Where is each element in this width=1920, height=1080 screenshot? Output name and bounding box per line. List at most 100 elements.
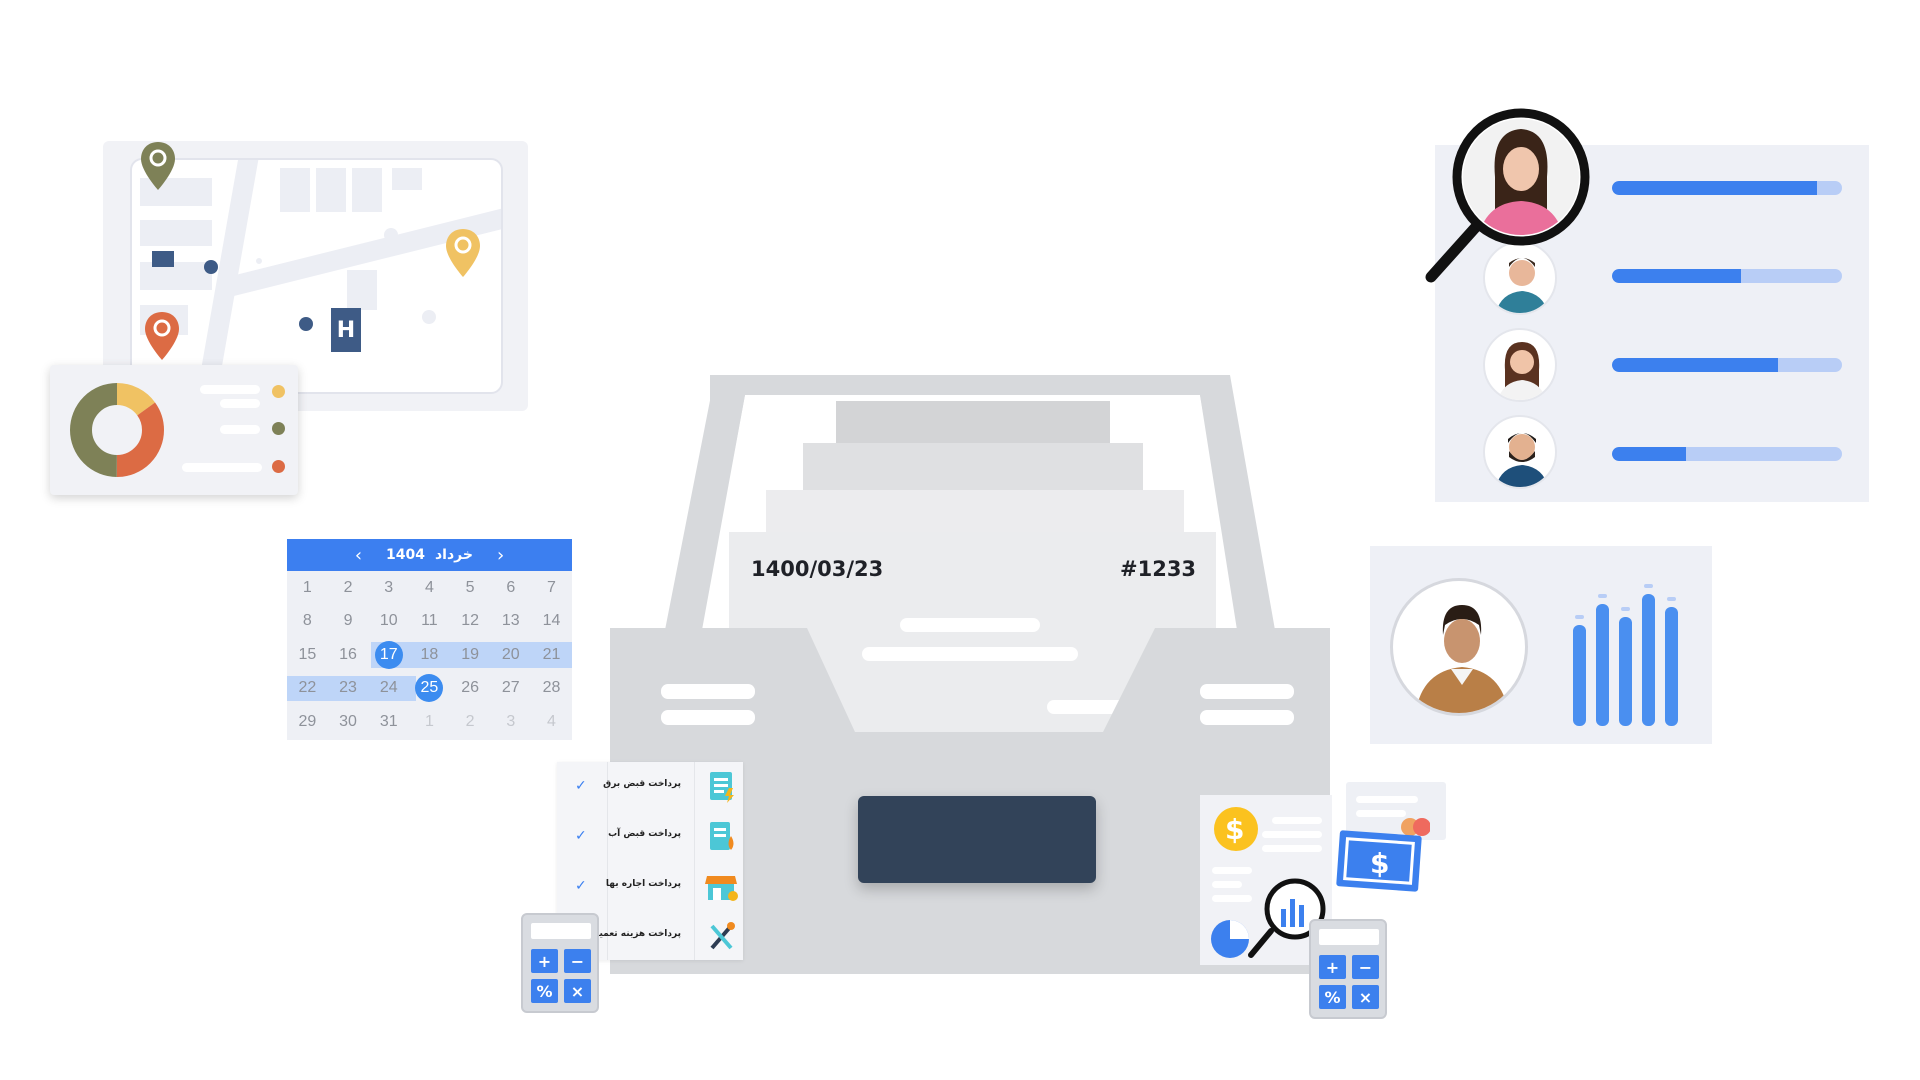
- calendar-day[interactable]: 28: [531, 672, 572, 706]
- calendar-day-number: 11: [421, 612, 438, 630]
- calendar-day[interactable]: 5: [450, 571, 491, 605]
- calendar-day[interactable]: 27: [490, 672, 531, 706]
- calendar-day[interactable]: 31: [368, 705, 409, 739]
- avatar[interactable]: [1390, 578, 1528, 716]
- calendar-day[interactable]: 21: [531, 638, 572, 672]
- check-icon[interactable]: ✓: [575, 878, 587, 894]
- calendar-day[interactable]: 3: [490, 705, 531, 739]
- calendar-day[interactable]: 20: [490, 638, 531, 672]
- calendar-day[interactable]: 15: [287, 638, 328, 672]
- legend-line: [220, 399, 260, 408]
- calendar-day-number: 17: [374, 640, 403, 669]
- list-item[interactable]: پرداخت هزینه تعمیرات: [557, 912, 743, 962]
- calendar-day-number: 28: [542, 679, 561, 697]
- calculator[interactable]: + − % ×: [1309, 919, 1387, 1019]
- calendar-day[interactable]: 2: [328, 571, 369, 605]
- avatar[interactable]: [1483, 415, 1557, 489]
- map-marker-dot: [204, 260, 218, 274]
- text-line: [900, 618, 1040, 632]
- calendar-day[interactable]: 4: [409, 571, 450, 605]
- text-line: [1262, 845, 1322, 852]
- chevron-left-icon[interactable]: ‹: [354, 544, 363, 566]
- calendar-day[interactable]: 23: [328, 672, 369, 706]
- calendar-day[interactable]: 19: [450, 638, 491, 672]
- calendar-day[interactable]: 3: [368, 571, 409, 605]
- calendar-day-number: 22: [298, 679, 317, 697]
- text-line: [1356, 796, 1418, 803]
- calculator-screen: [1319, 929, 1379, 945]
- calendar-day[interactable]: 6: [490, 571, 531, 605]
- bar: [1619, 616, 1632, 726]
- calendar-day[interactable]: 29: [287, 705, 328, 739]
- calendar-day[interactable]: 9: [328, 605, 369, 639]
- hospital-marker[interactable]: H: [331, 308, 361, 352]
- calendar-day[interactable]: 17: [368, 638, 409, 672]
- calendar-day[interactable]: 30: [328, 705, 369, 739]
- calendar-day[interactable]: 13: [490, 605, 531, 639]
- list-item[interactable]: ✓ پرداخت قبض آب: [557, 812, 743, 862]
- magnifier-icon: [1425, 107, 1591, 283]
- avatar[interactable]: [1483, 328, 1557, 402]
- calendar-day[interactable]: 18: [409, 638, 450, 672]
- text-line: [1356, 810, 1406, 817]
- calendar-day[interactable]: 22: [287, 672, 328, 706]
- map-view[interactable]: H: [130, 158, 503, 394]
- calendar-day-number: 30: [339, 712, 357, 730]
- legend-dot: [272, 460, 285, 473]
- shop-rent-icon: [705, 876, 738, 901]
- divider: [607, 762, 608, 960]
- calc-key-plus[interactable]: +: [531, 949, 558, 973]
- calendar-day[interactable]: 10: [368, 605, 409, 639]
- calc-key-percent[interactable]: %: [1319, 985, 1346, 1009]
- drawer-handle[interactable]: [858, 796, 1096, 883]
- calendar-year: 1404: [386, 547, 425, 563]
- map-dot: [384, 228, 398, 242]
- calendar-day[interactable]: 26: [450, 672, 491, 706]
- calendar-day[interactable]: 16: [328, 638, 369, 672]
- calendar-day[interactable]: 7: [531, 571, 572, 605]
- calendar-day[interactable]: 24: [368, 672, 409, 706]
- calendar-day[interactable]: 11: [409, 605, 450, 639]
- location-pin-icon[interactable]: [143, 310, 181, 362]
- location-pin-icon[interactable]: [139, 140, 177, 192]
- calendar-day[interactable]: 1: [409, 705, 450, 739]
- profile-stats-card: [1370, 546, 1712, 744]
- text-line: [1212, 895, 1252, 902]
- divider: [694, 762, 695, 960]
- location-pin-icon[interactable]: [444, 227, 482, 279]
- calendar-day[interactable]: 4: [531, 705, 572, 739]
- calc-key-minus[interactable]: −: [1352, 955, 1379, 979]
- electric-bill-icon: [710, 772, 734, 803]
- calendar-day-number: 4: [424, 578, 434, 596]
- list-item[interactable]: ✓ پرداخت اجاره بها: [557, 862, 743, 912]
- calendar-day-number: 27: [501, 679, 520, 697]
- calendar-day[interactable]: 25: [409, 672, 450, 706]
- check-icon[interactable]: ✓: [575, 828, 587, 844]
- bar: [1665, 607, 1678, 726]
- calendar-day[interactable]: 14: [531, 605, 572, 639]
- map-marker-dot: [299, 317, 313, 331]
- calendar-day[interactable]: 1: [287, 571, 328, 605]
- check-icon[interactable]: ✓: [575, 778, 587, 794]
- calc-key-multiply[interactable]: ×: [1352, 985, 1379, 1009]
- chevron-right-icon[interactable]: ›: [496, 544, 505, 566]
- calendar-day[interactable]: 8: [287, 605, 328, 639]
- repair-tools-icon: [710, 922, 735, 950]
- avatar[interactable]: [1451, 107, 1591, 247]
- progress-fill: [1612, 358, 1778, 372]
- calc-key-plus[interactable]: +: [1319, 955, 1346, 979]
- calc-key-multiply[interactable]: ×: [564, 979, 591, 1003]
- bill-label: پرداخت هزینه تعمیرات: [581, 929, 681, 939]
- list-item[interactable]: ✓ پرداخت قبض برق: [557, 762, 743, 812]
- calendar-day[interactable]: 2: [450, 705, 491, 739]
- calculator[interactable]: + − % ×: [521, 913, 599, 1013]
- avatar[interactable]: [1483, 241, 1557, 315]
- calc-key-minus[interactable]: −: [564, 949, 591, 973]
- calc-key-percent[interactable]: %: [531, 979, 558, 1003]
- calendar-day[interactable]: 12: [450, 605, 491, 639]
- calendar-day-number: 5: [465, 578, 475, 596]
- donut-chart: [70, 383, 164, 477]
